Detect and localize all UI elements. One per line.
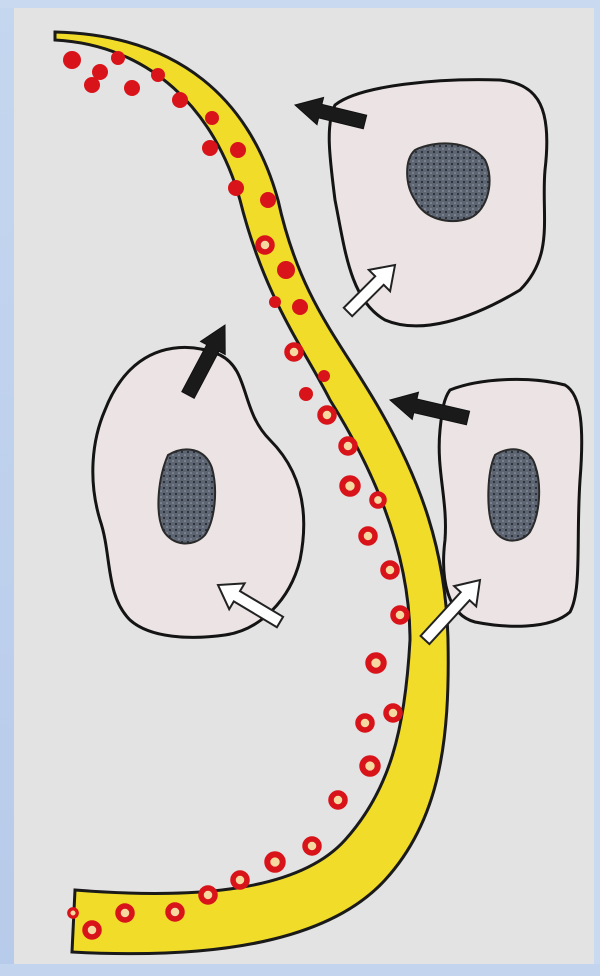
- red-blood-cell: [292, 299, 308, 315]
- red-blood-cell: [260, 192, 276, 208]
- red-blood-cell: [341, 439, 355, 453]
- red-blood-cell: [331, 793, 345, 807]
- red-blood-cell: [362, 758, 377, 773]
- red-blood-cell: [124, 80, 140, 96]
- red-blood-cell: [233, 873, 247, 887]
- red-blood-cell: [358, 716, 372, 730]
- red-blood-cell: [228, 180, 244, 196]
- red-blood-cell: [305, 839, 319, 853]
- red-blood-cell: [372, 494, 385, 507]
- red-blood-cell: [63, 51, 81, 69]
- nucleus: [158, 449, 215, 543]
- red-blood-cell: [172, 92, 188, 108]
- red-blood-cell: [361, 529, 375, 543]
- red-blood-cell: [393, 608, 407, 622]
- red-blood-cell: [205, 111, 219, 125]
- red-blood-cell: [277, 261, 295, 279]
- red-blood-cell: [287, 345, 301, 359]
- red-blood-cell: [230, 142, 246, 158]
- red-blood-cell: [202, 140, 218, 156]
- red-blood-cell: [84, 77, 100, 93]
- nucleus: [488, 449, 539, 540]
- red-blood-cell: [383, 563, 397, 577]
- red-blood-cell: [368, 655, 383, 670]
- red-blood-cell: [267, 854, 282, 869]
- red-blood-cell: [85, 923, 99, 937]
- red-blood-cell: [151, 68, 165, 82]
- red-blood-cell: [118, 906, 132, 920]
- red-blood-cell: [69, 909, 77, 917]
- red-blood-cell: [386, 706, 400, 720]
- red-blood-cell: [201, 888, 215, 902]
- red-blood-cell: [258, 238, 272, 252]
- red-blood-cell: [299, 387, 313, 401]
- red-blood-cell: [168, 905, 182, 919]
- red-blood-cell: [269, 296, 281, 308]
- red-blood-cell: [320, 408, 334, 422]
- red-blood-cell: [111, 51, 125, 65]
- red-blood-cell: [318, 370, 330, 382]
- red-blood-cell: [342, 478, 357, 493]
